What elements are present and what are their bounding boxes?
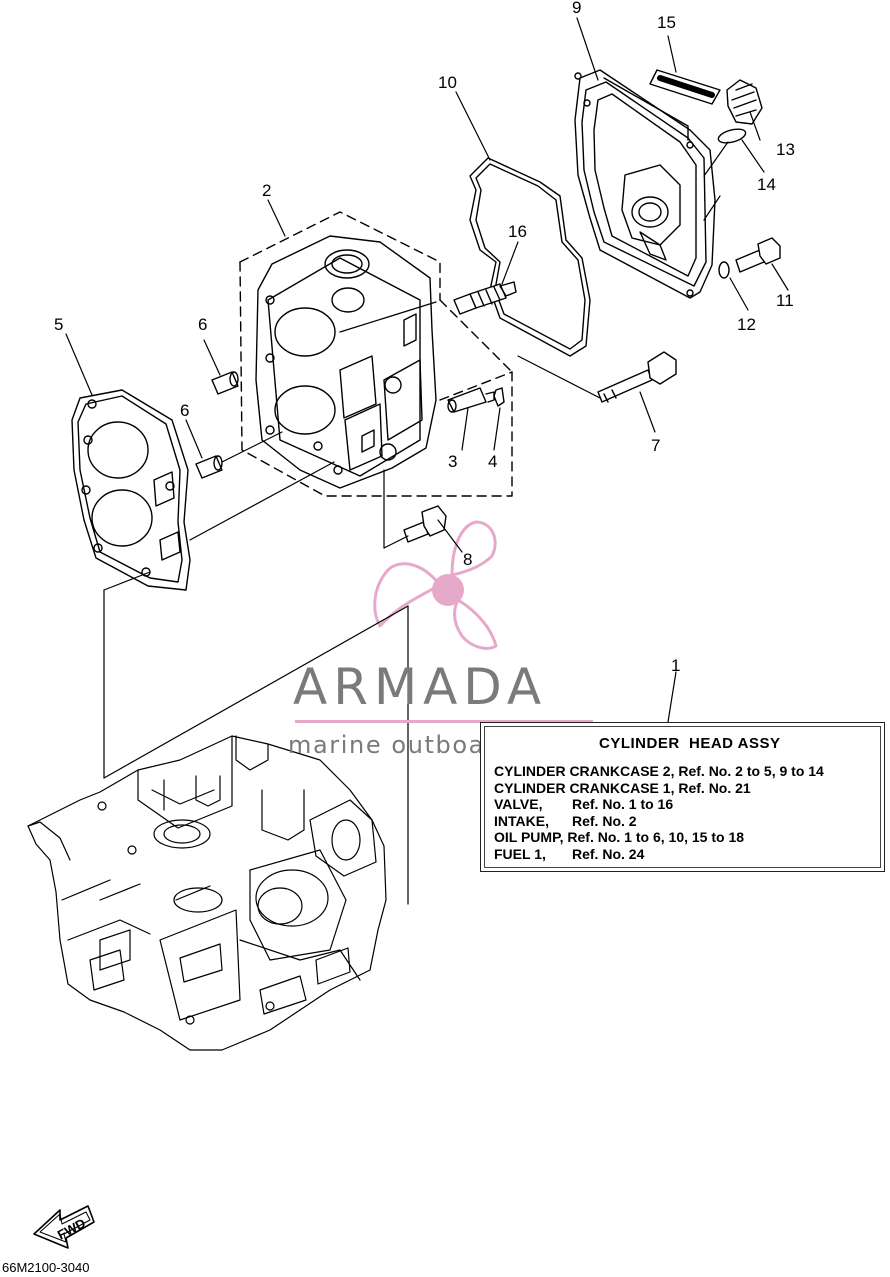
info-row: FUEL 1, Ref. No. 24 (494, 846, 824, 863)
info-row: VALVE, Ref. No. 1 to 16 (494, 796, 824, 813)
oil-filler-cap-13 (726, 79, 763, 125)
info-row: CYLINDER CRANKCASE 1, Ref. No. 21 (494, 780, 824, 797)
assembly-info-box: CYLINDER HEAD ASSY CYLINDER CRANKCASE 2,… (480, 722, 885, 872)
callout-2: 2 (262, 181, 272, 200)
callout-5: 5 (54, 315, 64, 334)
cylinder-head-cover-9 (574, 69, 716, 299)
callout-6b: 6 (180, 401, 190, 420)
callout-16: 16 (508, 222, 527, 241)
info-row-name: OIL PUMP, (494, 829, 564, 845)
callout-7: 7 (651, 436, 661, 455)
bolt-7 (597, 351, 677, 403)
o-ring-14 (717, 128, 747, 144)
callout-15: 15 (657, 13, 676, 32)
callout-11: 11 (776, 291, 794, 310)
callout-1: 1 (671, 656, 681, 675)
info-row: OIL PUMP, Ref. No. 1 to 6, 10, 15 to 18 (494, 829, 824, 846)
bolt-8 (403, 505, 447, 543)
info-row-ref: Ref. No. 21 (674, 779, 751, 796)
callout-14: 14 (757, 175, 776, 194)
info-row-name: INTAKE, (494, 812, 549, 829)
info-row-ref: Ref. No. 2 to 5, 9 to 14 (674, 763, 824, 779)
info-row-ref: Ref. No. 1 to 6, 10, 15 to 18 (563, 829, 745, 845)
info-row-name: FUEL 1, (494, 845, 546, 862)
info-row-name: CYLINDER CRANKCASE 2, (494, 763, 675, 779)
armada-propeller-logo (373, 520, 498, 650)
dowel-pin-6b (195, 455, 223, 479)
washer-12 (718, 261, 730, 279)
watermark-rule (295, 720, 593, 723)
info-box-list: CYLINDER CRANKCASE 2, Ref. No. 2 to 5, 9… (494, 763, 824, 862)
info-row: CYLINDER CRANKCASE 2, Ref. No. 2 to 5, 9… (494, 763, 824, 780)
cylinder-block (27, 735, 387, 1051)
diagram-code: 66M2100-3040 (2, 1260, 90, 1275)
info-box-title: CYLINDER HEAD ASSY (599, 735, 781, 752)
info-row-ref: Ref. No. 2 (572, 812, 637, 829)
valve-guide-3 (447, 387, 495, 413)
callout-3: 3 (448, 452, 458, 471)
info-row: INTAKE, Ref. No. 2 (494, 813, 824, 830)
callout-6a: 6 (198, 315, 208, 334)
watermark-word: ARMADA (293, 658, 548, 716)
spark-plug-16 (453, 281, 517, 315)
fwd-arrow-icon: FWD (33, 1205, 95, 1249)
callout-12: 12 (737, 315, 756, 334)
bolt-11 (735, 237, 781, 273)
callout-10: 10 (438, 73, 457, 92)
callout-4: 4 (488, 452, 498, 471)
leader-lines (65, 17, 789, 905)
info-row-name: VALVE, (494, 796, 543, 812)
head-gasket-5 (71, 389, 191, 591)
gasket-10 (469, 157, 591, 357)
callout-8: 8 (463, 550, 473, 569)
cylinder-head-2 (239, 211, 513, 497)
clip-4 (493, 387, 505, 407)
callout-13: 13 (776, 140, 795, 159)
callout-9: 9 (572, 0, 582, 17)
info-row-ref: Ref. No. 1 to 16 (572, 796, 674, 812)
info-row-ref: Ref. No. 24 (572, 845, 645, 862)
dowel-pin-6a (211, 371, 239, 395)
info-row-name: CYLINDER CRANKCASE 1, (494, 779, 675, 796)
